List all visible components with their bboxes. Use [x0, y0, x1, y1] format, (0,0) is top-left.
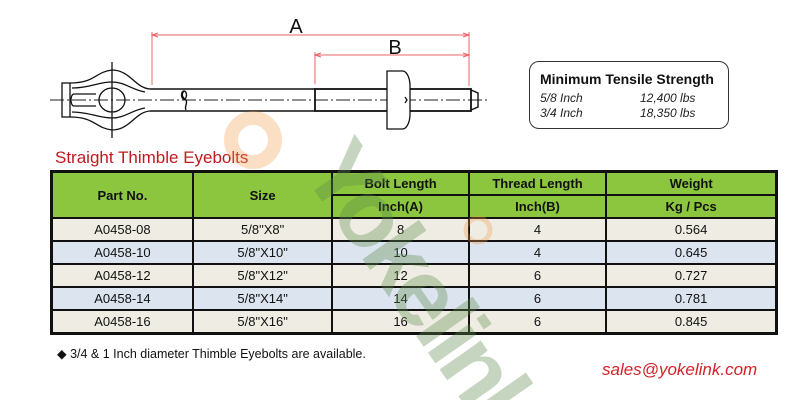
cell-part-no: A0458-16 — [50, 309, 194, 335]
section-title: Straight Thimble Eyebolts — [55, 148, 249, 167]
dimension-b-label: B — [388, 37, 401, 59]
cell-bolt-length: 14 — [331, 286, 470, 311]
eyebolt-diagram: A B — [50, 16, 488, 138]
cell-bolt-length: 8 — [331, 217, 470, 242]
cell-size: 5/8"X14" — [191, 286, 334, 311]
header-bolt-length: Bolt Length — [331, 170, 470, 196]
header-thread-length-unit: Inch(B) — [467, 194, 608, 219]
cell-weight: 0.781 — [605, 286, 778, 311]
table-row: A0458-12 5/8"X12" 12 6 0.727 — [50, 263, 778, 288]
dimension-a-label: A — [289, 16, 303, 38]
header-thread-length: Thread Length — [467, 170, 608, 196]
cell-thread-length: 6 — [467, 286, 608, 311]
cell-thread-length: 4 — [467, 240, 608, 265]
tensile-value: 12,400 lbs — [640, 91, 696, 105]
tensile-title: Minimum Tensile Strength — [540, 71, 714, 87]
cell-size: 5/8"X16" — [191, 309, 334, 335]
cell-weight: 0.645 — [605, 240, 778, 265]
header-bolt-length-unit: Inch(A) — [331, 194, 470, 219]
cell-size: 5/8"X10" — [191, 240, 334, 265]
header-size: Size — [191, 170, 334, 219]
eye-end — [61, 62, 151, 138]
cell-weight: 0.845 — [605, 309, 778, 335]
cell-thread-length: 6 — [467, 263, 608, 288]
cell-size: 5/8"X12" — [191, 263, 334, 288]
tensile-value: 18,350 lbs — [640, 106, 696, 120]
cell-thread-length: 6 — [467, 309, 608, 335]
contact-email[interactable]: sales@yokelink.com — [602, 360, 758, 379]
table-row: A0458-08 5/8"X8" 8 4 0.564 — [50, 217, 778, 242]
header-part-no: Part No. — [50, 170, 194, 219]
table-row: A0458-14 5/8"X14" 14 6 0.781 — [50, 286, 778, 311]
cell-bolt-length: 12 — [331, 263, 470, 288]
header-weight: Weight — [605, 170, 778, 196]
cell-part-no: A0458-10 — [50, 240, 194, 265]
cell-weight: 0.727 — [605, 263, 778, 288]
cell-part-no: A0458-12 — [50, 263, 194, 288]
cell-bolt-length: 16 — [331, 309, 470, 335]
availability-note: ◆ 3/4 & 1 Inch diameter Thimble Eyebolts… — [57, 347, 366, 361]
cell-bolt-length: 10 — [331, 240, 470, 265]
cell-size: 5/8"X8" — [191, 217, 334, 242]
table-row: A0458-10 5/8"X10" 10 4 0.645 — [50, 240, 778, 265]
nut — [386, 70, 411, 130]
cell-thread-length: 4 — [467, 217, 608, 242]
tensile-size: 5/8 Inch — [540, 91, 583, 105]
tensile-strength-box: Minimum Tensile Strength 5/8 Inch 12,400… — [529, 61, 729, 129]
tensile-row: 5/8 Inch 12,400 lbs — [540, 91, 720, 105]
dimension-lines — [150, 32, 471, 86]
table-row: A0458-16 5/8"X16" 16 6 0.845 — [50, 309, 778, 335]
header-weight-unit: Kg / Pcs — [605, 194, 778, 219]
cell-part-no: A0458-14 — [50, 286, 194, 311]
tensile-size: 3/4 Inch — [540, 106, 583, 120]
spec-table: Part No. Size Bolt Length Thread Length … — [50, 170, 778, 335]
cell-weight: 0.564 — [605, 217, 778, 242]
cell-part-no: A0458-08 — [50, 217, 194, 242]
tensile-row: 3/4 Inch 18,350 lbs — [540, 106, 720, 120]
